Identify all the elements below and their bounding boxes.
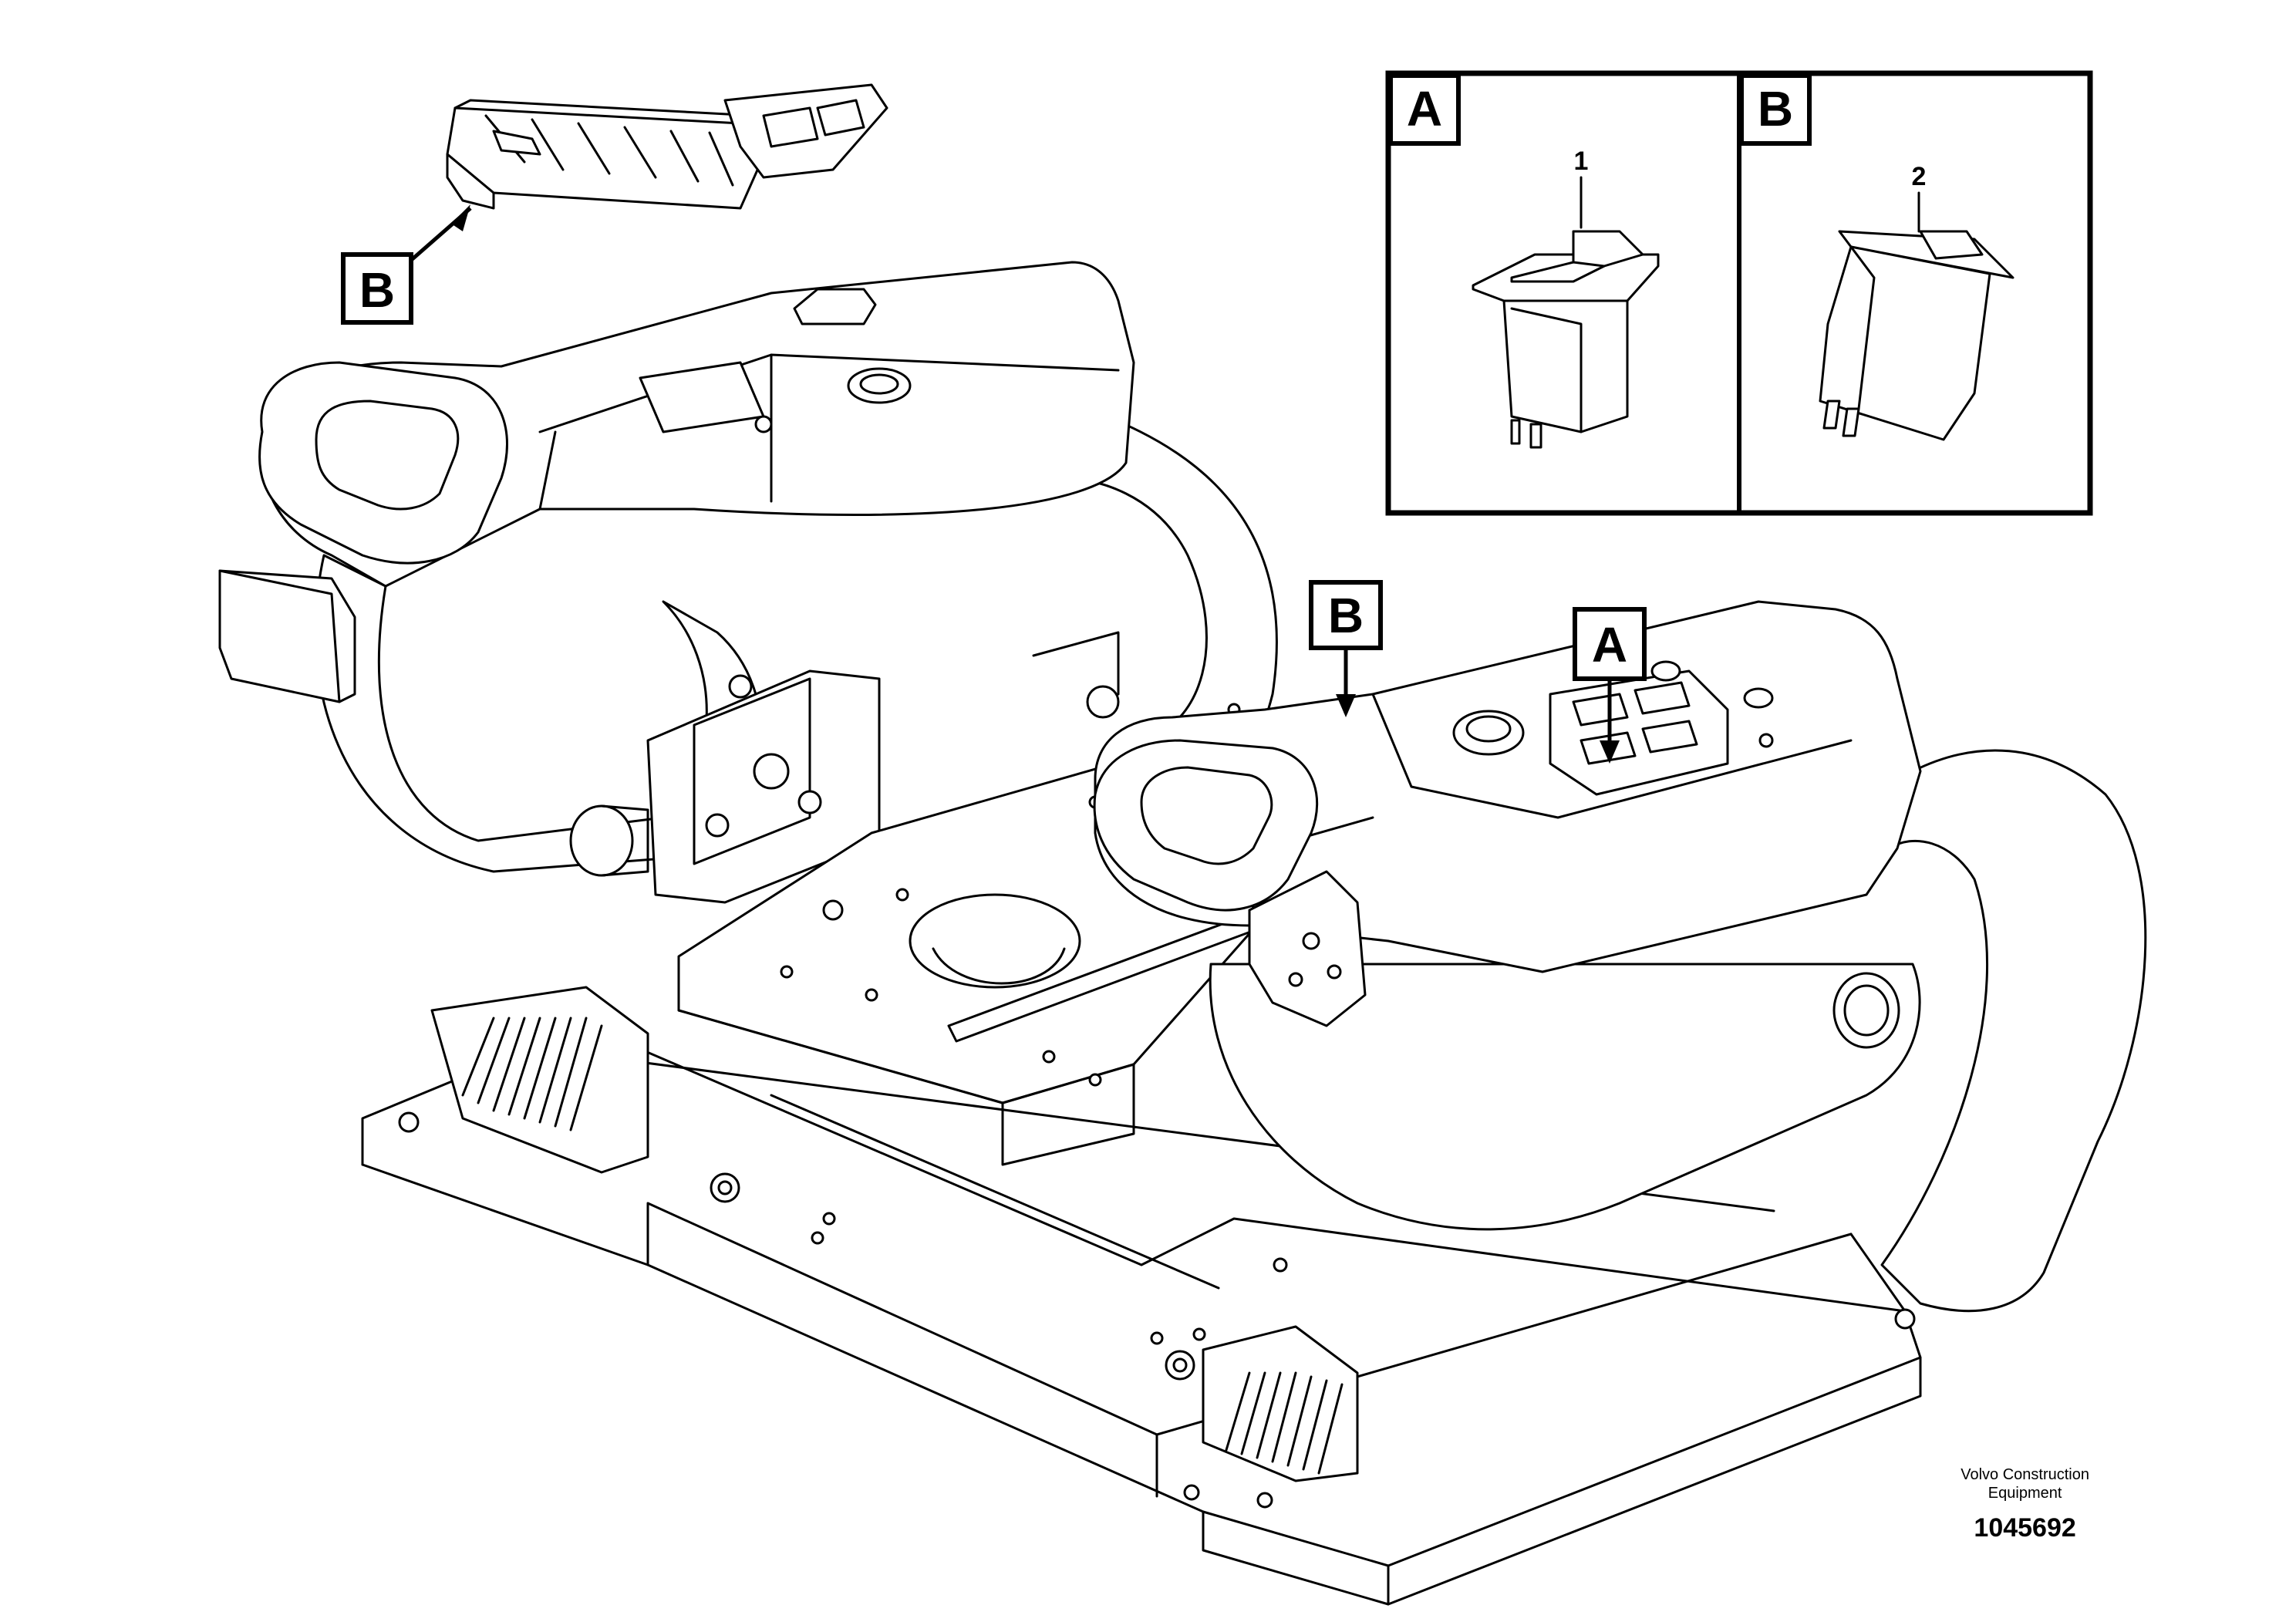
item-2-label: 2 bbox=[1912, 162, 1927, 191]
callout-b-left-text: B bbox=[359, 262, 395, 318]
callout-b-mid-text: B bbox=[1328, 588, 1364, 643]
base-holes bbox=[398, 1111, 1916, 1509]
detail-b-label: B bbox=[1758, 81, 1793, 137]
callout-b-left: B bbox=[341, 252, 413, 325]
right-console bbox=[1093, 600, 2147, 1313]
left-vent-grille bbox=[430, 986, 649, 1174]
leader-lines bbox=[407, 204, 1620, 764]
footer-block: Volvo Construction Equipment 1045692 bbox=[1961, 1465, 2089, 1543]
mounting-bracket bbox=[646, 631, 1120, 904]
switch-strip-exploded bbox=[446, 83, 888, 210]
callout-b-mid: B bbox=[1309, 580, 1383, 650]
rocker-switch-2: 2 bbox=[1819, 162, 2014, 441]
callout-a-mid-text: A bbox=[1592, 617, 1627, 673]
right-vent-grille bbox=[1202, 1325, 1359, 1482]
drawing-number: 1045692 bbox=[1974, 1513, 2076, 1543]
detail-a-label: A bbox=[1407, 81, 1442, 137]
callout-a-mid: A bbox=[1573, 607, 1647, 681]
brand-line-1: Volvo Construction bbox=[1961, 1466, 2089, 1483]
item-1-label: 1 bbox=[1574, 147, 1589, 176]
brand-line-2: Equipment bbox=[1988, 1485, 2062, 1502]
rocker-switch-1: 1 bbox=[1472, 147, 1660, 449]
